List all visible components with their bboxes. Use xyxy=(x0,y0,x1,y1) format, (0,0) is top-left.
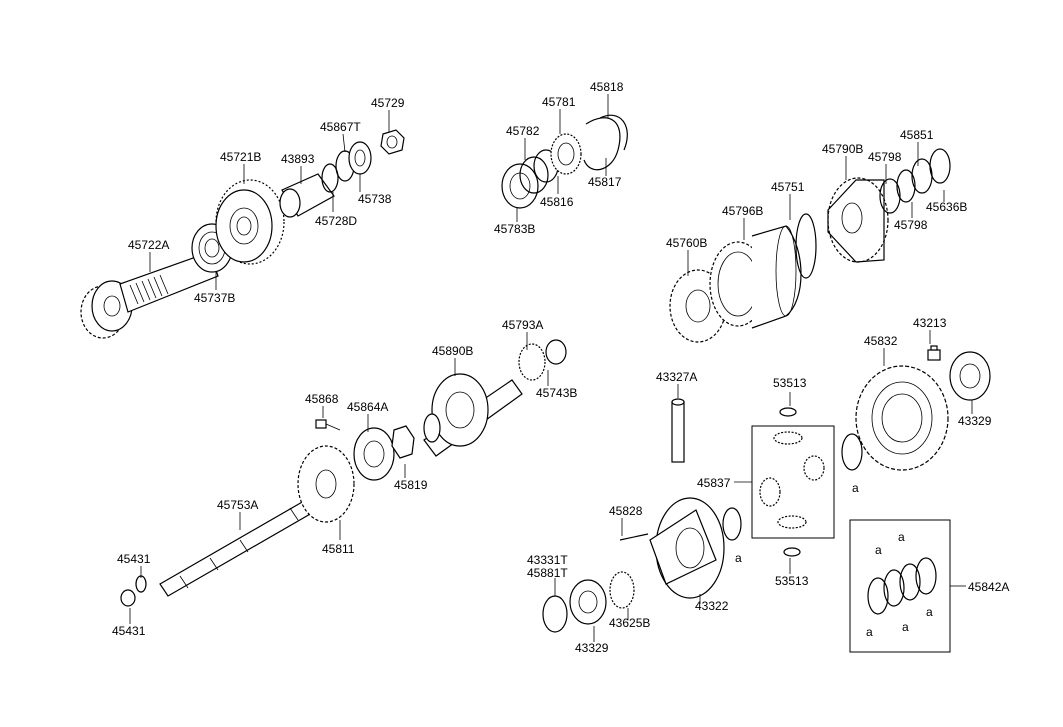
differential-assembly xyxy=(542,345,991,653)
bearing-part xyxy=(949,351,991,401)
label-45796b: 45796B xyxy=(722,204,763,218)
label-45782: 45782 xyxy=(506,124,540,138)
label-45783b: 45783B xyxy=(494,222,535,236)
label-45868: 45868 xyxy=(305,392,339,406)
shim-part xyxy=(542,595,568,633)
label-a: a xyxy=(735,551,742,565)
label-43625b: 43625B xyxy=(609,616,650,630)
small-bearing-part xyxy=(348,141,372,175)
driven-gear-part xyxy=(297,445,355,523)
gear-set-box xyxy=(751,425,835,539)
label-45753a: 45753A xyxy=(217,498,258,512)
clutch-hub-part xyxy=(550,133,582,175)
label-45790b: 45790B xyxy=(822,142,863,156)
pinion-shaft-part xyxy=(671,398,685,463)
label-43329-bottom: 43329 xyxy=(575,641,609,655)
label-a: a xyxy=(875,543,882,557)
sleeve-part xyxy=(279,173,335,218)
large-snap-ring-part xyxy=(583,114,628,171)
label-53513-top: 53513 xyxy=(773,376,807,390)
label-45793a: 45793A xyxy=(502,318,543,332)
nut-part xyxy=(391,425,415,459)
bolt-part xyxy=(927,345,941,361)
label-45722a: 45722A xyxy=(128,238,169,252)
label-45851: 45851 xyxy=(900,128,934,142)
washer-part xyxy=(120,575,147,607)
helical-gear-part xyxy=(215,179,285,265)
ring-gear-part xyxy=(855,365,949,471)
lock-nut-part xyxy=(380,129,405,155)
label-45817: 45817 xyxy=(588,175,622,189)
label-43331t: 43331T xyxy=(527,553,568,567)
label-45431-bottom: 45431 xyxy=(112,624,146,638)
label-43327a: 43327A xyxy=(656,370,697,384)
washer-part xyxy=(779,407,801,557)
output-shaft-assembly xyxy=(120,339,567,607)
thrust-washer-part xyxy=(501,163,539,209)
label-45816: 45816 xyxy=(540,195,574,209)
label-45721b: 45721B xyxy=(220,150,261,164)
input-shaft-part xyxy=(119,251,219,313)
transfer-shaft-part xyxy=(423,373,523,457)
thrust-washers-part xyxy=(879,148,951,214)
label-45729: 45729 xyxy=(371,96,405,110)
label-45832: 45832 xyxy=(864,334,898,348)
differential-case-part xyxy=(649,497,725,599)
label-45737b: 45737B xyxy=(194,291,235,305)
part-labels: 45729 45867T 45721B 43893 45738 45728D 4… xyxy=(112,80,1009,655)
label-45867t: 45867T xyxy=(320,120,361,134)
label-a: a xyxy=(926,605,933,619)
label-45751: 45751 xyxy=(771,180,805,194)
label-43329-right: 43329 xyxy=(958,414,992,428)
bearing-part xyxy=(569,579,607,625)
clutch-hub-assembly xyxy=(501,114,628,209)
label-45798-bottom: 45798 xyxy=(894,218,928,232)
label-45431-top: 45431 xyxy=(117,552,151,566)
label-45636b: 45636B xyxy=(926,200,967,214)
label-45728d: 45728D xyxy=(315,214,357,228)
label-43893: 43893 xyxy=(281,152,315,166)
drum-part xyxy=(751,225,802,329)
clutch-drum-part xyxy=(827,177,889,263)
label-45818: 45818 xyxy=(590,80,624,94)
label-45890b: 45890B xyxy=(432,344,473,358)
label-a: a xyxy=(898,530,905,544)
label-45881t: 45881T xyxy=(527,566,568,580)
spline-gear-part xyxy=(518,339,567,381)
label-45760b: 45760B xyxy=(666,236,707,250)
label-45798-top: 45798 xyxy=(868,150,902,164)
label-45864a: 45864A xyxy=(347,400,388,414)
label-45819: 45819 xyxy=(394,478,428,492)
label-45743b: 45743B xyxy=(536,386,577,400)
label-43322: 43322 xyxy=(695,599,729,613)
snap-ring-part xyxy=(795,213,817,279)
label-53513-bottom: 53513 xyxy=(775,574,809,588)
label-45828: 45828 xyxy=(609,504,643,518)
leader-lines xyxy=(129,94,973,642)
ring-part xyxy=(609,571,635,609)
input-shaft-assembly xyxy=(80,129,405,339)
shim-part xyxy=(841,433,863,471)
label-45781: 45781 xyxy=(542,95,576,109)
label-43213: 43213 xyxy=(913,316,947,330)
label-45738: 45738 xyxy=(358,192,392,206)
planetary-drum-assembly xyxy=(669,148,951,343)
label-45811: 45811 xyxy=(322,542,355,556)
label-45842a: 45842A xyxy=(968,580,1009,594)
label-a: a xyxy=(852,481,859,495)
label-a: a xyxy=(902,620,909,634)
shim-part xyxy=(722,507,742,541)
bearing-part xyxy=(353,427,395,481)
label-a: a xyxy=(866,625,873,639)
pin-part xyxy=(619,533,649,541)
bolt-part xyxy=(315,419,341,431)
label-45837: 45837 xyxy=(697,476,731,490)
